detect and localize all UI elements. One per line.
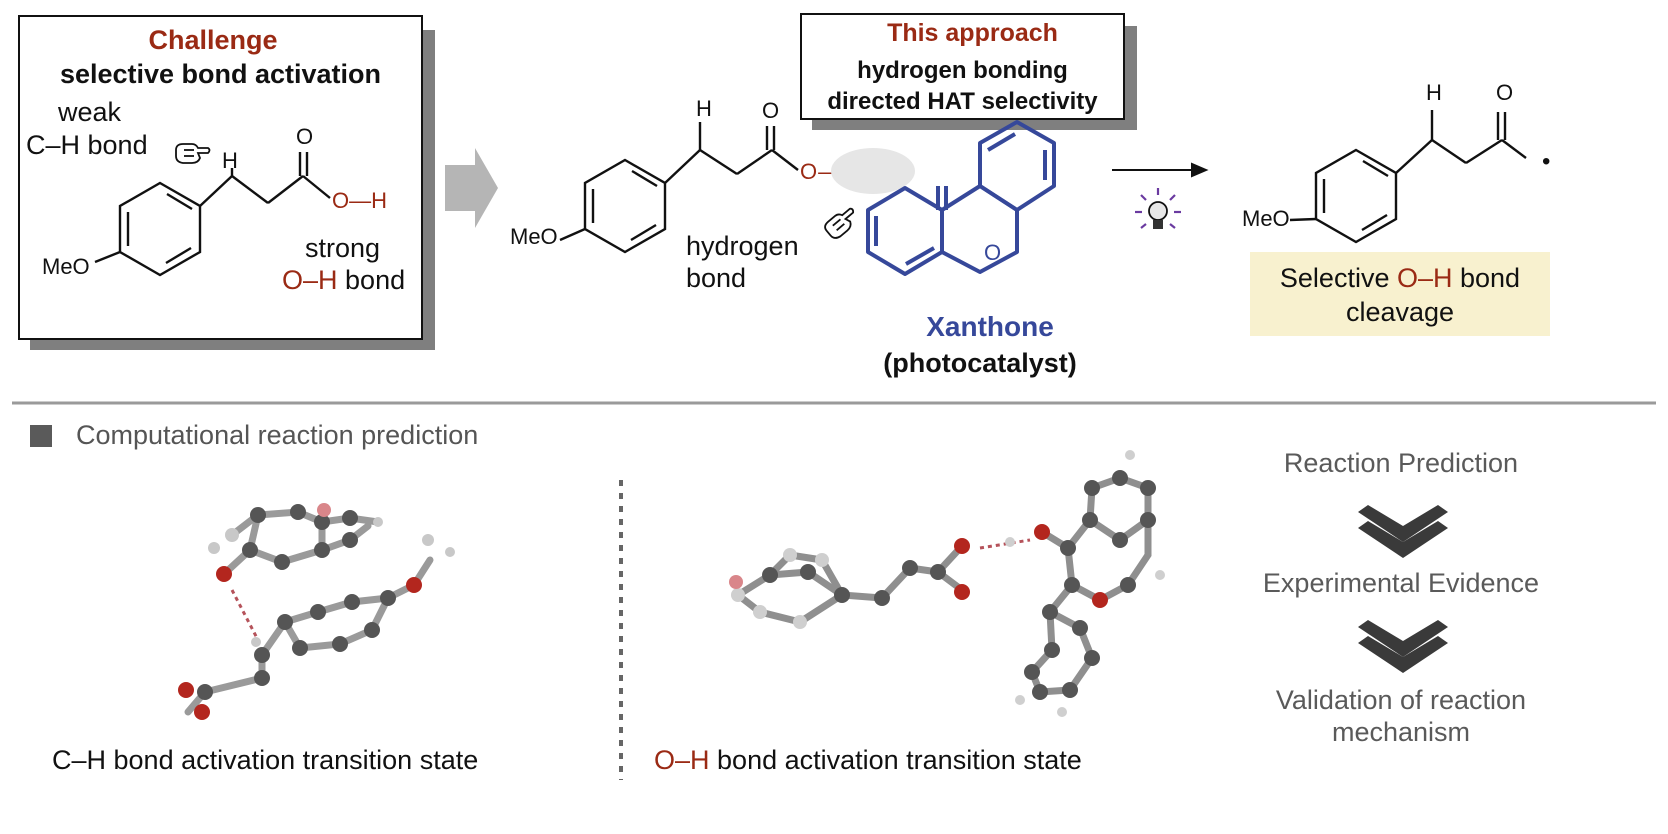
xanthone-label: Xanthone xyxy=(926,311,1054,342)
flow-step-experimental-evidence: Experimental Evidence xyxy=(1262,568,1540,598)
hbond-chain-label: O—H- -O xyxy=(800,159,900,184)
lightbulb-icon xyxy=(1135,188,1181,229)
result-line2: cleavage xyxy=(1345,297,1455,327)
chevron-down-icon xyxy=(1358,620,1448,673)
product-atom-o: O xyxy=(1496,80,1514,105)
flow-step-validation-line1: Validation of reaction xyxy=(1275,685,1527,715)
strong-label-line1: strong xyxy=(305,233,381,263)
approach-line1: hydrogen bonding xyxy=(857,57,1068,84)
challenge-meo-label: MeO xyxy=(42,254,90,279)
flow-step-reaction-prediction: Reaction Prediction xyxy=(1283,448,1519,478)
xanthone-ring-o: O xyxy=(984,240,1002,265)
approach-title: This approach xyxy=(887,19,1058,47)
approach-atom-o: O xyxy=(762,98,780,123)
product-meo-label: MeO xyxy=(1242,206,1290,231)
chevron-down-icon xyxy=(1358,505,1448,558)
product-molecule xyxy=(1289,110,1527,244)
strong-label-line2: O–H bond xyxy=(282,265,406,295)
approach-meo-label: MeO xyxy=(510,224,558,249)
photocatalyst-label: (photocatalyst) xyxy=(883,348,1077,378)
product-radical-dot: • xyxy=(1542,148,1551,175)
approach-atom-h: H xyxy=(696,96,712,121)
flow-step-validation-line2: mechanism xyxy=(1331,717,1471,747)
hydrogen-bond-label-line1: hydrogen xyxy=(686,231,799,261)
xanthone-structure xyxy=(866,120,1056,276)
weak-label-line1: weak xyxy=(58,97,122,127)
result-line1: Selective O–H bond xyxy=(1279,263,1521,293)
challenge-atom-o: O xyxy=(296,124,314,149)
approach-box xyxy=(800,13,1125,120)
approach-line2: directed HAT selectivity xyxy=(827,88,1098,115)
section-bullet xyxy=(30,425,52,447)
oh-transition-state-model xyxy=(729,450,1165,717)
caption-ch-ts: C–H bond activation transition state xyxy=(52,745,479,775)
product-atom-h: H xyxy=(1426,80,1442,105)
hydrogen-bond-label-line2: bond xyxy=(686,263,747,293)
pointing-hand-icon xyxy=(824,207,855,239)
challenge-subtitle: selective bond activation xyxy=(59,59,382,89)
ch-transition-state-model xyxy=(178,503,455,720)
reaction-arrow xyxy=(1112,162,1209,178)
challenge-title: Challenge xyxy=(148,25,278,55)
challenge-atom-h: H xyxy=(222,148,238,173)
result-highlight xyxy=(1250,252,1550,336)
weak-label-line2: C–H bond xyxy=(26,130,148,160)
section-title: Computational reaction prediction xyxy=(76,420,479,450)
process-arrow-icon xyxy=(445,148,498,228)
caption-oh-ts: O–H bond activation transition state xyxy=(654,745,1082,775)
challenge-oh-label: O—H xyxy=(332,188,387,213)
